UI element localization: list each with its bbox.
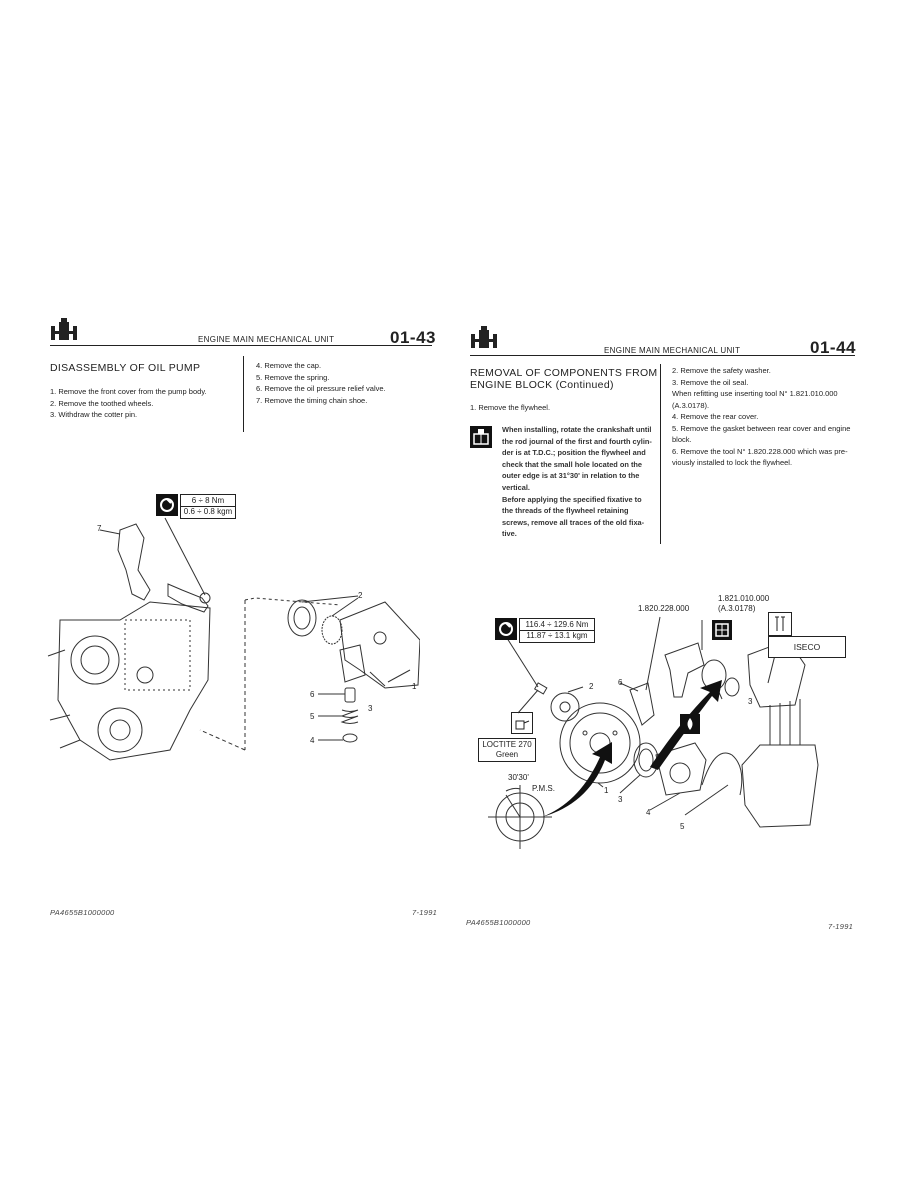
loctite-line-1: LOCTITE 270 [482,740,532,749]
torque-line-2: 11.87 ÷ 13.1 kgm [520,630,594,641]
torque-wrench-icon [495,618,517,640]
arrow-icon [542,742,612,817]
special-tool-icon [712,620,732,640]
step-item: 2. Remove the toothed wheels. [50,398,154,408]
note-line: screws, remove all traces of the old fix… [502,517,645,527]
page-number: 01-43 [390,328,436,347]
iseco-label: ISECO [768,636,846,658]
sealant-icon [511,712,533,734]
oil-can-icon [680,714,700,734]
section-title-line-2: ENGINE BLOCK (Continued) [470,379,614,391]
note-line: When installing, rotate the crankshaft u… [502,425,652,434]
header-rule [50,345,432,346]
note-line: the threads of the flywheel retaining [502,506,629,516]
callout-3: 3 [368,704,373,713]
step-item: 4. Remove the cap. [256,361,322,370]
section-title: REMOVAL OF COMPONENTS FROM ENGINE BLOCK … [470,367,657,391]
angle-label: 30'30' [508,773,529,782]
page-number: 01-44 [810,338,856,357]
note-line: vertical. [502,482,530,492]
note-line: check that the small hole located on the [502,459,643,469]
steps-column-2: 2. Remove the safety washer. 3. Remove t… [672,365,850,469]
callout-6: 6 [310,690,315,699]
oil-pump-exploded-diagram [47,517,420,761]
step-item: 5. Remove the spring. [256,372,330,382]
step-item: 5. Remove the gasket between rear cover … [672,423,851,433]
step-item: 6. Remove the oil pressure relief valve. [256,384,386,393]
tool-b-line-1: 1.821.010.000 [718,594,770,603]
header-title: ENGINE MAIN MECHANICAL UNIT [198,335,335,344]
callout-3-upper: 3 [748,697,753,706]
step-item: (A.3.0178). [672,400,710,410]
step-item: When refitting use inserting tool N° 1.8… [672,389,838,398]
callout-2: 2 [358,591,363,600]
note-line: outer edge is at 31°30' in relation to t… [502,471,640,481]
pms-label: P.M.S. [532,784,555,793]
tool-number-b: 1.821.010.000 (A.3.0178) [718,594,769,614]
callout-4: 4 [646,808,651,817]
loctite-box: LOCTITE 270 Green [478,738,536,762]
callout-5: 5 [310,712,315,721]
step-item: 3. Remove the oil seal. [672,377,749,387]
step-item: 1. Remove the front cover from the pump … [50,387,207,396]
callout-7: 7 [97,524,102,533]
step-item: 3. Withdraw the cotter pin. [50,410,138,419]
step-item: 4. Remove the rear cover. [672,412,759,421]
section-title: DISASSEMBLY OF OIL PUMP [50,362,201,374]
steps-column-1: 1. Remove the front cover from the pump … [50,386,207,421]
step-item: 2. Remove the safety washer. [672,366,771,375]
section-title-line-1: REMOVAL OF COMPONENTS FROM [470,367,658,379]
callout-6: 6 [618,678,623,687]
loctite-line-2: Green [495,750,519,759]
column-divider [660,364,661,544]
engine-note-icon [470,426,492,448]
installation-note: When installing, rotate the crankshaft u… [502,424,654,540]
footer-date: 7-1991 [412,908,438,917]
step-item: 7. Remove the timing chain shoe. [256,395,368,405]
tool-number-a: 1.820.228.000 [638,604,690,613]
step-item: block. [672,435,692,444]
callout-2: 2 [589,682,594,691]
steps-column-2: 4. Remove the cap. 5. Remove the spring.… [256,360,386,406]
torque-line-1: 116.4 ÷ 129.6 Nm [525,620,589,629]
callout-1: 1 [412,682,417,691]
footer-date: 7-1991 [828,922,854,931]
torque-spec-box: 6 ÷ 8 Nm 0.6 ÷ 0.8 kgm [180,494,236,519]
step-item: 6. Remove the tool N° 1.820.228.000 whic… [672,446,848,456]
footer-code: PA4655B1000000 [466,918,531,927]
header-title: ENGINE MAIN MECHANICAL UNIT [604,346,741,355]
callout-1: 1 [604,786,609,795]
callout-4: 4 [310,736,315,745]
step-item: 1. Remove the flywheel. [470,403,551,412]
torque-line-2: 0.6 ÷ 0.8 kgm [181,506,235,517]
installation-arrows [542,680,722,817]
column-divider [243,356,244,432]
torque-wrench-icon [156,494,178,516]
brand-logo-icon [51,318,77,340]
callout-3: 3 [618,795,623,804]
note-line: Before applying the specified fixative t… [502,494,642,504]
torque-spec-box: 116.4 ÷ 129.6 Nm 11.87 ÷ 13.1 kgm [519,618,595,643]
note-line: the rod journal of the first and fourth … [502,436,652,446]
footer-code: PA4655B1000000 [50,908,115,917]
torque-line-1: 6 ÷ 8 Nm [191,496,225,505]
step-item: viously installed to lock the flywheel. [672,458,793,467]
wrench-tool-icon [768,612,792,636]
note-line: der is at T.D.C.; position the flywheel … [502,448,646,458]
callout-5: 5 [680,822,685,831]
brand-logo-icon [471,326,497,348]
header-rule [470,355,855,356]
tool-b-line-2: (A.3.0178) [718,604,756,613]
note-line: tive. [502,529,517,539]
